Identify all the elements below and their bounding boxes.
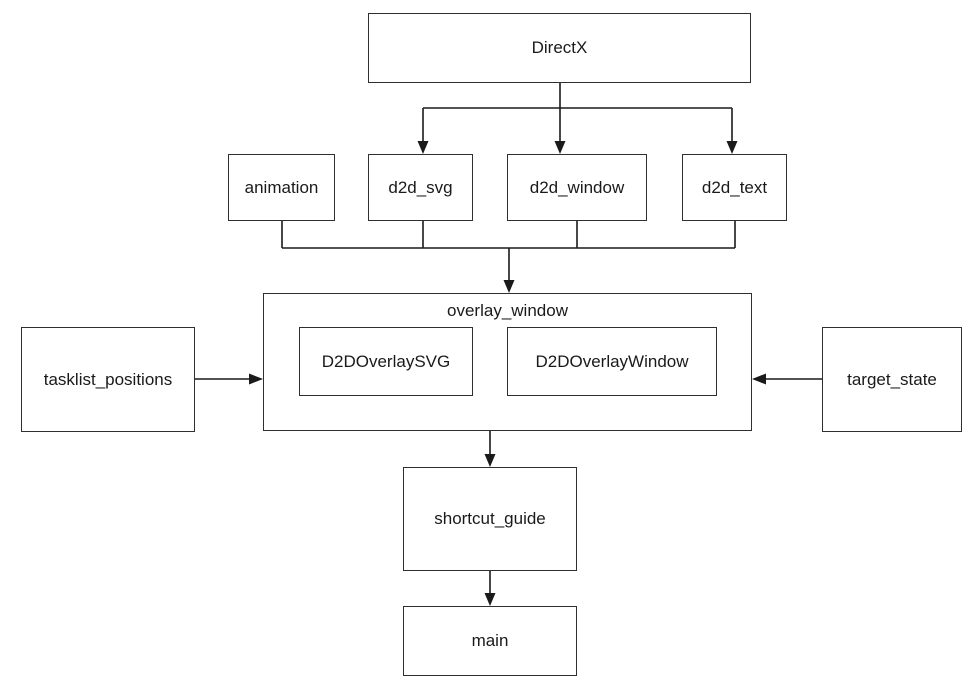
node-tasklist-positions: tasklist_positions: [21, 327, 195, 432]
node-main: main: [403, 606, 577, 676]
arrowhead-left-icon: [752, 373, 766, 385]
node-d2d-overlay-svg: D2DOverlaySVG: [299, 327, 473, 396]
edge-target-overlay: [752, 373, 822, 385]
node-animation: animation: [228, 154, 335, 221]
edge-modules-merge: [281, 221, 736, 293]
arrowhead-down-icon: [484, 593, 496, 606]
node-target-state: target_state: [822, 327, 962, 432]
edge-shortcut-main: [484, 571, 496, 606]
arrowhead-down-icon: [554, 141, 566, 154]
node-d2d-window: d2d_window: [507, 154, 647, 221]
group-overlay-window-label: overlay_window: [447, 301, 568, 320]
node-directx: DirectX: [368, 13, 751, 83]
node-shortcut-guide: shortcut_guide: [403, 467, 577, 571]
edge-tasklist-overlay: [195, 373, 263, 385]
edge-directx-fanout: [417, 83, 738, 154]
arrowhead-down-icon: [417, 141, 429, 154]
group-overlay-window: overlay_window D2DOverlaySVG D2DOverlayW…: [263, 293, 752, 431]
edge-overlay-shortcut: [484, 431, 496, 467]
arrowhead-right-icon: [249, 373, 263, 385]
arrowhead-down-icon: [726, 141, 738, 154]
arrowhead-down-icon: [484, 454, 496, 467]
node-d2d-svg: d2d_svg: [368, 154, 473, 221]
node-d2d-overlay-window: D2DOverlayWindow: [507, 327, 717, 396]
node-d2d-text: d2d_text: [682, 154, 787, 221]
arrowhead-down-icon: [503, 280, 515, 293]
